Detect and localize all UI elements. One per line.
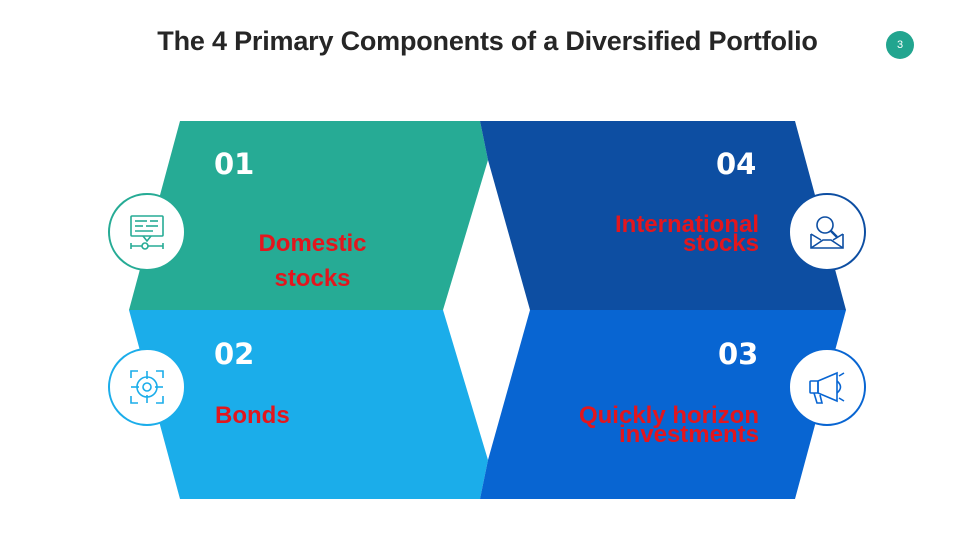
icon-circle-03 <box>788 348 866 426</box>
panel-01-shape <box>129 121 488 310</box>
monitor-slider-icon <box>130 215 164 250</box>
megaphone-icon <box>809 371 845 404</box>
component-label-03: Quickly horizon investments <box>578 402 759 448</box>
component-label-02: Bonds <box>215 402 290 429</box>
component-number-01: 01 <box>214 147 255 181</box>
component-label-01: Domestic stocks <box>258 230 367 292</box>
icon-circle-02 <box>108 348 186 426</box>
slide-title: The 4 Primary Components of a Diversifie… <box>157 26 818 56</box>
target-crosshair-icon <box>130 370 164 404</box>
component-number-02: 02 <box>214 337 255 371</box>
search-envelope-icon <box>810 216 844 249</box>
component-label-04: International stocks <box>614 211 759 257</box>
panel-02-shape <box>129 310 488 499</box>
page-number-badge: 3 <box>886 31 914 59</box>
icon-circle-04 <box>788 193 866 271</box>
icon-circle-01 <box>108 193 186 271</box>
component-number-04: 04 <box>716 147 757 181</box>
panel-03-shape <box>480 310 846 499</box>
panel-04-shape <box>480 121 846 310</box>
component-number-03: 03 <box>718 337 759 371</box>
